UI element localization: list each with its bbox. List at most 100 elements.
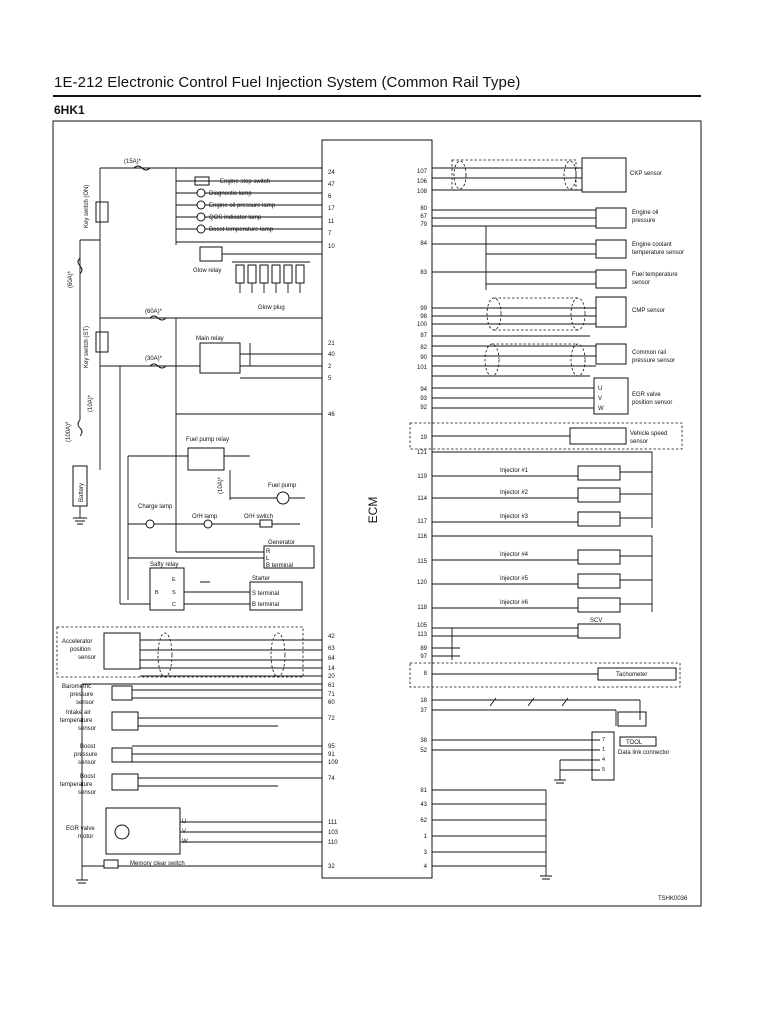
fuse-10a-pump-label: (10A)* — [218, 476, 224, 494]
oh-switch-label: O/H switch — [244, 514, 273, 520]
ecm-pin-110: 110 — [328, 840, 338, 846]
ecm-pin-8: 8 — [424, 671, 428, 677]
fuse-100a — [77, 419, 83, 437]
egr-motor-icon — [114, 824, 130, 840]
injector-2-coil — [577, 487, 621, 503]
generator-l: L — [266, 556, 270, 562]
ecm-pin-100: 100 — [417, 322, 428, 328]
right-sensors: CKP sensor Engine oil pressure Engine co… — [409, 157, 684, 450]
ecm-pin-63: 63 — [328, 646, 335, 652]
left-sensors: Accelerator position sensor Barometric p… — [60, 632, 322, 884]
battery-label: Battery — [79, 483, 85, 502]
injector-wire — [432, 603, 652, 609]
ecm-pin-46: 46 — [328, 412, 335, 418]
diagram-code: TSHK0036 — [658, 896, 688, 902]
ecm-pin-89: 89 — [420, 646, 427, 652]
ecm-pin-92: 92 — [420, 405, 427, 411]
diagnostic-lamp-label: Diagnostic lamp — [209, 191, 252, 197]
injector-4-coil — [577, 549, 621, 565]
key-switch-st-label: Key switch (ST) — [84, 326, 90, 368]
fuel-temp-sensor-label-1: Fuel temperature — [632, 272, 678, 278]
ecm-pin-21: 21 — [328, 341, 335, 347]
scv-label: SCV — [590, 618, 602, 624]
ckp-sensor-box — [581, 157, 627, 193]
engine-stop-switch-label: Engine stop switch — [220, 179, 270, 185]
coolant-sensor-label-1: Engine coolant — [632, 242, 672, 248]
ecm-pin-91: 91 — [328, 752, 335, 758]
ecm-pin-121: 121 — [417, 450, 428, 456]
boost-pressure-label-2: pressure — [74, 752, 98, 758]
injector-6-coil — [577, 597, 621, 613]
ecm-pin-64: 64 — [328, 656, 335, 662]
safety-relay-s: S — [172, 590, 176, 596]
intake-temp-label-2: temperature — [60, 718, 93, 724]
injector-5-label: Injector #5 — [500, 576, 529, 582]
ecm-pin-108: 108 — [417, 189, 428, 195]
injector-2-label: Injector #2 — [500, 490, 529, 496]
boost-temp-icon — [111, 773, 139, 791]
ecm-pin-74: 74 — [328, 776, 335, 782]
egr-position-box — [593, 377, 629, 415]
charge-section: Charge lamp O/H lamp O/H switch Generato… — [119, 366, 315, 611]
fuel-pump-relay — [187, 447, 225, 471]
ecm-pin-101: 101 — [417, 365, 428, 371]
generator-r: R — [266, 549, 271, 555]
ecm-pin-61: 61 — [328, 683, 335, 689]
ecm-pin-10: 10 — [328, 244, 335, 250]
injector-4-label: Injector #4 — [500, 552, 529, 558]
ecm-pin-5: 5 — [328, 376, 332, 382]
common-rail-label-1: Common rail — [632, 350, 666, 356]
fuel-pump-relay-label: Fuel pump relay — [186, 437, 229, 443]
engine-model-label: 6HK1 — [54, 103, 85, 117]
ecm-left-pins: 2447617117102140254642636414206171607295… — [328, 170, 339, 870]
ecm-pin-2: 2 — [328, 364, 332, 370]
ecm-pin-11: 11 — [328, 219, 335, 225]
fuse-30a — [149, 363, 167, 369]
oil-pressure-sensor-label-1: Engine oil — [632, 210, 658, 216]
injector-wire — [432, 555, 652, 561]
ecm-pin-81: 81 — [420, 788, 427, 794]
fuel-pump — [276, 491, 290, 505]
fuel-temp-sensor-icon — [595, 269, 627, 289]
ecm-pin-109: 109 — [328, 760, 339, 766]
intake-temp-label-3: sensor — [78, 726, 96, 732]
ecm-pin-37: 37 — [420, 708, 427, 714]
oil-pressure-lamp — [196, 200, 206, 210]
ecm-pin-6: 6 — [328, 194, 332, 200]
boost-temp-label-1: Boost — [80, 774, 96, 780]
accel-sensor-label-1: Accelerator — [62, 639, 92, 645]
glow-relay — [199, 246, 223, 262]
ecm-pin-38: 38 — [420, 738, 427, 744]
ecm-pin-62: 62 — [420, 818, 427, 824]
ecm-pin-107: 107 — [417, 169, 428, 175]
charge-lamp — [145, 519, 155, 529]
ecm-pin-90: 90 — [420, 355, 427, 361]
charge-lamp-label: Charge lamp — [138, 504, 173, 510]
intake-temp-sensor-icon — [111, 711, 139, 731]
coolant-sensor-label-2: temperature sensor — [632, 250, 684, 256]
ecm-pin-119: 119 — [417, 474, 427, 480]
ecm-pin-111: 111 — [328, 820, 338, 826]
ecm-pin-118: 118 — [417, 605, 427, 611]
key-switch-on — [95, 201, 109, 223]
fuse-60a-top — [149, 315, 167, 321]
ecm-right-pins: 1071061088067798483999810087829010194939… — [417, 169, 428, 870]
boost-temp-label-3: sensor — [78, 790, 96, 796]
injector-wire — [432, 493, 652, 499]
ecm-pin-120: 120 — [417, 580, 428, 586]
safety-relay — [149, 567, 185, 611]
starter-s: S terminal — [252, 591, 279, 597]
scv-tacho-section: SCV Tachometer 7 1 4 5 TOOL Data link co… — [409, 618, 681, 880]
egr-position-label-1: EGR valve — [632, 392, 661, 398]
coolant-sensor-icon — [595, 239, 627, 259]
cmp-sensor-label: CMP sensor — [632, 308, 665, 314]
scv-coil — [577, 623, 621, 639]
title-rule — [53, 95, 701, 97]
injector-3-label: Injector #3 — [500, 514, 529, 520]
ecm-pin-114: 114 — [417, 496, 427, 502]
ecm-pin-83: 83 — [420, 270, 427, 276]
qos-lamp-label: QOS indicator lamp — [209, 215, 262, 221]
ecm-pin-113: 113 — [417, 632, 427, 638]
dlc-label: Data link connector — [618, 750, 669, 756]
fuse-15a — [133, 165, 151, 171]
